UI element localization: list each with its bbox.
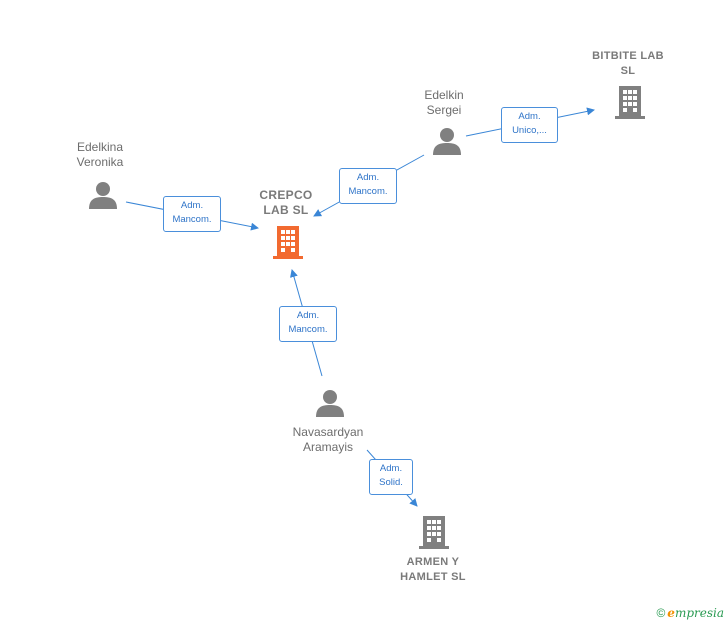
brand-name: mpresia: [674, 606, 724, 620]
navasardyan-label-line2: Aramayis: [302, 440, 353, 454]
edge-label-edelkina-crepco-line2: Mancom.: [172, 214, 212, 225]
bitbite-label[interactable]: BITBITE LAB SL: [585, 49, 671, 79]
edelkina-label-line2: Veronika: [76, 155, 124, 169]
person-icon-navasardyan[interactable]: [314, 388, 346, 418]
edelkin-label[interactable]: Edelkin Sergei: [400, 88, 488, 118]
bitbite-label-line2: SL: [620, 65, 636, 77]
empresia-logo: ©empresia: [656, 606, 724, 620]
crepco-label-line1: CREPCO: [259, 188, 313, 202]
bitbite-label-line1: BITBITE LAB: [592, 50, 664, 62]
person-icon-edelkina[interactable]: [87, 180, 119, 210]
edge-label-edelkin-crepco-line2: Mancom.: [348, 186, 388, 197]
edge-label-navasardyan-crepco-line2: Mancom.: [288, 324, 328, 335]
copyright-symbol: ©: [656, 606, 666, 620]
edelkin-label-line1: Edelkin: [424, 88, 464, 102]
armen-label[interactable]: ARMEN Y HAMLET SL: [389, 555, 477, 585]
crepco-label-line2: LAB SL: [263, 203, 309, 217]
edge-label-edelkina-crepco[interactable]: Adm. Mancom.: [163, 196, 221, 232]
edge-label-navasardyan-armen[interactable]: Adm. Solid.: [369, 459, 413, 495]
armen-label-line2: HAMLET SL: [400, 571, 466, 583]
edge-label-navasardyan-crepco[interactable]: Adm. Mancom.: [279, 306, 337, 342]
edge-label-navasardyan-crepco-line1: Adm.: [296, 310, 320, 321]
building-icon-armen[interactable]: [418, 514, 450, 550]
person-icon-edelkin[interactable]: [431, 126, 463, 156]
building-icon-crepco[interactable]: [272, 224, 304, 260]
edge-label-edelkin-bitbite[interactable]: Adm. Unico,...: [501, 107, 558, 143]
armen-label-line1: ARMEN Y: [406, 556, 460, 568]
edge-label-edelkin-bitbite-line2: Unico,...: [512, 125, 547, 136]
navasardyan-label[interactable]: Navasardyan Aramayis: [278, 425, 378, 455]
navasardyan-label-line1: Navasardyan: [292, 425, 364, 439]
brand-initial: e: [667, 606, 675, 620]
edge-label-navasardyan-armen-line1: Adm.: [379, 463, 403, 474]
edge-label-edelkin-crepco-line1: Adm.: [356, 172, 380, 183]
edelkina-label-line1: Edelkina: [76, 140, 124, 154]
edge-label-edelkin-bitbite-line1: Adm.: [518, 111, 541, 122]
edge-label-navasardyan-armen-line2: Solid.: [379, 477, 403, 488]
edge-label-edelkin-crepco[interactable]: Adm. Mancom.: [339, 168, 397, 204]
building-icon-bitbite[interactable]: [614, 84, 646, 120]
edelkin-label-line2: Sergei: [426, 103, 462, 117]
crepco-label[interactable]: CREPCO LAB SL: [250, 188, 322, 218]
edelkina-label[interactable]: Edelkina Veronika: [56, 140, 144, 170]
edge-label-edelkina-crepco-line1: Adm.: [180, 200, 204, 211]
